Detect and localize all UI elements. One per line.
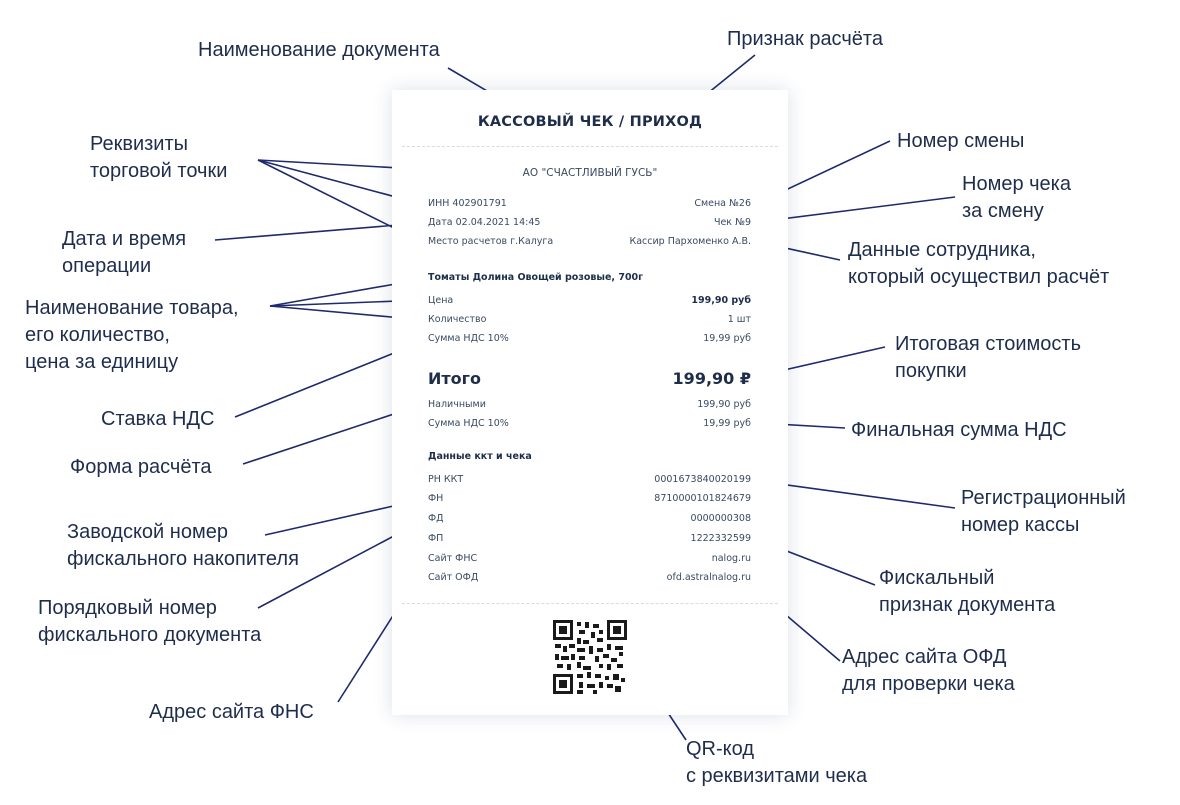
line-datetime (214, 222, 423, 241)
receipt-place: Место расчетов г.Калуга (428, 236, 554, 247)
receipt-fp-value: 1222332599 (690, 533, 751, 544)
label-datetime-2: операции (62, 255, 152, 277)
receipt-vat-label: Сумма НДС 10% (428, 333, 509, 344)
qr-code-icon (553, 620, 627, 694)
label-product-2: его количество, (25, 324, 170, 346)
label-qr-1: QR-код (686, 738, 754, 760)
label-fn-2: фискального накопителя (67, 548, 299, 570)
receipt-cash-label: Наличными (428, 399, 486, 410)
receipt-kkt-header: Данные ккт и чека (428, 451, 532, 462)
label-store-req-1: Реквизиты (90, 133, 189, 155)
label-fd-2: фискального документа (38, 624, 262, 646)
label-product-1: Наименование товара, (25, 297, 239, 319)
label-pay-form: Форма расчёта (70, 456, 212, 478)
label-check-no-2: за смену (962, 200, 1044, 222)
label-employee-1: Данные сотрудника, (848, 239, 1036, 261)
receipt-shift: Смена №26 (694, 198, 751, 209)
receipt-fp-label: ФП (428, 533, 444, 544)
receipt-ofd-label: Сайт ОФД (428, 572, 479, 583)
label-final-vat: Финальная сумма НДС (851, 419, 1067, 441)
receipt-date: Дата 02.04.2021 14:45 (428, 217, 541, 228)
label-fns: Адрес сайта ФНС (149, 701, 314, 723)
label-employee-2: который осуществил расчёт (848, 266, 1110, 288)
receipt-cashier: Кассир Пархоменко А.В. (629, 236, 751, 247)
receipt-qty-value: 1 шт (727, 314, 751, 325)
label-reg-1: Регистрационный (961, 487, 1126, 509)
label-fn-1: Заводской номер (67, 521, 228, 543)
receipt-fd-label: ФД (428, 513, 444, 524)
receipt-org: АО "СЧАСТЛИВЫЙ ГУСЬ" (522, 167, 658, 179)
receipt-fn-value: 8710000101824679 (654, 493, 751, 504)
receipt-product: Томаты Долина Овощей розовые, 700г (428, 272, 644, 283)
receipt-separator (402, 146, 778, 147)
label-qr-2: с реквизитами чека (686, 765, 868, 787)
receipt-rn-value: 0001673840020199 (654, 474, 751, 485)
label-doc-name: Наименование документа (198, 39, 440, 61)
receipt-ofd-value: ofd.astralnalog.ru (666, 572, 751, 583)
receipt-fn-label: ФН (428, 493, 444, 504)
label-total-2: покупки (895, 360, 967, 382)
receipt-separator-bottom (402, 603, 778, 604)
receipt-vat-value: 19,99 руб (703, 333, 751, 344)
receipt-cash-value: 199,90 руб (697, 399, 751, 410)
line-check-no (757, 196, 956, 223)
receipt-rn-label: РН ККТ (428, 474, 464, 485)
label-fp-1: Фискальный (879, 567, 995, 589)
label-ofd-2: для проверки чека (842, 673, 1015, 695)
receipt-title: КАССОВЫЙ ЧЕК / ПРИХОД (477, 114, 703, 130)
label-vat-rate: Ставка НДС (101, 408, 215, 430)
receipt-vat2-label: Сумма НДС 10% (428, 418, 509, 429)
label-total-1: Итоговая стоимость (895, 333, 1082, 355)
receipt-total-label: Итого (428, 369, 482, 388)
receipt-check-no: Чек №9 (713, 217, 751, 228)
receipt-inn: ИНН 402901791 (428, 198, 507, 209)
receipt-fd-value: 0000000308 (690, 513, 751, 524)
label-product-3: цена за единицу (25, 351, 179, 373)
receipt-fns-label: Сайт ФНС (428, 553, 478, 564)
label-fp-2: признак документа (879, 594, 1056, 616)
label-shift-no: Номер смены (897, 130, 1025, 152)
receipt-qty-label: Количество (428, 314, 487, 325)
label-fd-1: Порядковый номер (38, 597, 217, 619)
line-reg-no (757, 480, 956, 509)
label-datetime-1: Дата и время (62, 228, 187, 250)
receipt-price-label: Цена (428, 295, 454, 306)
receipt-vat2-value: 19,99 руб (703, 418, 751, 429)
receipt-price-value: 199,90 руб (691, 295, 751, 306)
receipt-fns-value: nalog.ru (711, 553, 751, 564)
label-ofd-1: Адрес сайта ОФД (842, 646, 1007, 668)
label-check-no-1: Номер чека (962, 173, 1071, 195)
receipt-total-value: 199,90 ₽ (672, 369, 751, 388)
label-store-req-2: торговой точки (90, 160, 228, 182)
receipt-paper (392, 90, 788, 715)
label-calc-sign: Признак расчёта (727, 28, 883, 50)
label-reg-2: номер кассы (961, 514, 1080, 536)
